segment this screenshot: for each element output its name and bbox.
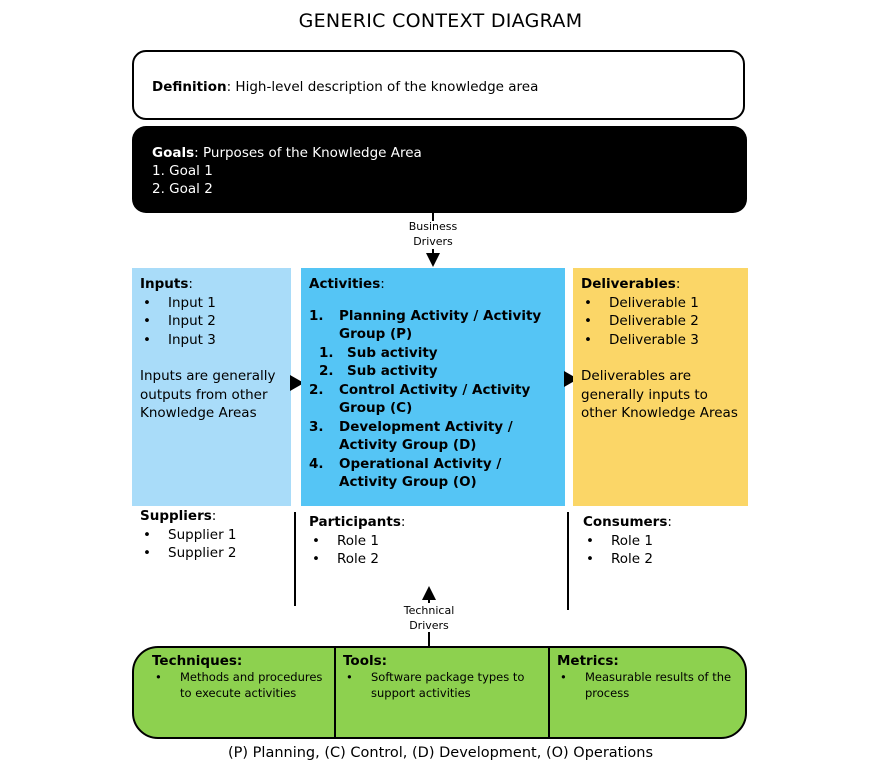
consumers-left-line [567, 512, 569, 610]
inputs-arrow [290, 375, 304, 391]
input-item: Input 2 [140, 312, 283, 331]
business-drivers-arrow [426, 253, 440, 267]
technical-drivers-line-bottom [428, 632, 430, 646]
business-drivers-label: Business Drivers [408, 220, 458, 248]
techniques-section: Techniques: Methods and procedures to ex… [146, 648, 336, 737]
consumer-item: Role 2 [583, 550, 743, 569]
technique-item: Methods and procedures to execute activi… [152, 669, 330, 701]
consumer-item: Role 1 [583, 532, 743, 551]
definition-label: Definition [152, 79, 227, 95]
goals-box: Goals: Purposes of the Knowledge Area 1.… [132, 126, 747, 213]
suppliers-label: Suppliers [140, 508, 212, 524]
bottom-divider [334, 648, 336, 737]
inputs-panel: Inputs: Input 1 Input 2 Input 3 Inputs a… [132, 268, 291, 506]
activities-panel: Activities: 1.Planning Activity / Activi… [301, 268, 565, 506]
goals-label: Goals [152, 145, 195, 161]
consumers-section: Consumers: Role 1 Role 2 [583, 513, 743, 569]
tools-section: Tools: Software package types to support… [337, 648, 547, 737]
definition-text: : High-level description of the knowledg… [226, 79, 539, 95]
technical-drivers-line [428, 598, 430, 603]
goals-text: : Purposes of the Knowledge Area [194, 145, 422, 161]
deliverable-item: Deliverable 1 [581, 294, 740, 313]
techniques-label: Techniques [152, 653, 237, 669]
deliverables-note: Deliverables are generally inputs to oth… [581, 368, 738, 421]
participants-section: Participants: Role 1 Role 2 [309, 513, 509, 569]
activity-item: 3.Development Activity / Activity Group … [309, 418, 513, 454]
suppliers-section: Suppliers: Supplier 1 Supplier 2 [140, 507, 290, 563]
deliverable-item: Deliverable 2 [581, 312, 740, 331]
definition-box: Definition: High-level description of th… [132, 50, 745, 120]
inputs-note: Inputs are generally outputs from other … [140, 368, 276, 421]
tool-item: Software package types to support activi… [343, 669, 541, 701]
legend-footer: (P) Planning, (C) Control, (D) Developme… [228, 745, 653, 761]
tools-label: Tools [343, 653, 382, 669]
metric-item: Measurable results of the process [557, 669, 735, 701]
input-item: Input 1 [140, 294, 283, 313]
activity-item: 1.Planning Activity / Activity Group (P)… [309, 307, 557, 381]
bottom-divider [548, 648, 550, 737]
technical-drivers-arrow [422, 586, 436, 600]
supplier-item: Supplier 1 [140, 526, 290, 545]
participants-label: Participants [309, 514, 401, 530]
goal-item: 2. Goal 2 [152, 181, 213, 197]
business-drivers-line-top [432, 213, 434, 221]
goal-item: 1. Goal 1 [152, 163, 213, 179]
input-item: Input 3 [140, 331, 283, 350]
supplier-item: Supplier 2 [140, 544, 290, 563]
deliverables-label: Deliverables [581, 276, 676, 292]
activity-item: 2.Control Activity / Activity Group (C) [309, 381, 531, 417]
technical-drivers-label: Technical Drivers [403, 604, 455, 632]
activities-label: Activities [309, 276, 381, 292]
inputs-label: Inputs [140, 276, 189, 292]
deliverables-panel: Deliverables: Deliverable 1 Deliverable … [573, 268, 748, 506]
sub-activity-item: 1.Sub activity [319, 344, 438, 361]
metrics-label: Metrics [557, 653, 614, 669]
diagram-title: GENERIC CONTEXT DIAGRAM [298, 10, 583, 32]
consumers-label: Consumers [583, 514, 668, 530]
sub-activity-item: 2.Sub activity [319, 363, 438, 379]
participant-item: Role 1 [309, 532, 509, 551]
techniques-tools-metrics-box: Techniques: Methods and procedures to ex… [132, 646, 747, 739]
business-drivers-line [432, 249, 434, 255]
deliverable-item: Deliverable 3 [581, 331, 740, 350]
activity-item: 4.Operational Activity / Activity Group … [309, 455, 502, 491]
metrics-section: Metrics: Measurable results of the proce… [551, 648, 741, 737]
participant-item: Role 2 [309, 550, 509, 569]
participants-left-line [294, 512, 296, 606]
